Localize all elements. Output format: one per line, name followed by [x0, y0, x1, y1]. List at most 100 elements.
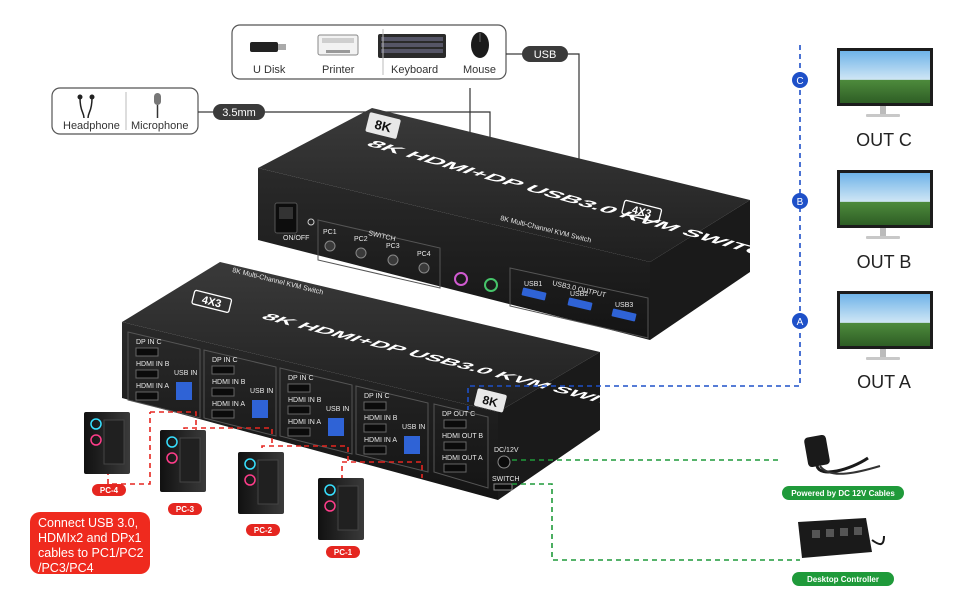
dp-in-label: DP IN C — [136, 339, 162, 346]
pc-button-4[interactable]: PC4 — [417, 251, 431, 274]
hdmi-in-a-label: HDMI IN A — [212, 401, 245, 408]
hdmi-out-b-port[interactable] — [443, 441, 467, 451]
audio-device-label: Headphone — [63, 120, 120, 132]
monitor-label: OUT B — [857, 252, 912, 272]
hdmi-in-a-label: HDMI IN A — [288, 419, 321, 426]
controller-port[interactable] — [493, 483, 513, 491]
usb-in-port[interactable] — [404, 436, 420, 454]
hdmi-in-b-port[interactable] — [363, 423, 387, 433]
dp-out-port[interactable] — [443, 419, 467, 429]
usb-output-port-2[interactable]: USB2 — [567, 291, 593, 311]
front-8k-badge: 8K — [474, 388, 507, 413]
input-group-pc1: DP IN C HDMI IN B HDMI IN A USB IN — [355, 385, 429, 473]
usb-device-label: Printer — [322, 64, 355, 76]
pc-2-tower: PC-2 — [238, 452, 284, 536]
power-switch[interactable] — [274, 202, 315, 234]
usb-device-label: Mouse — [463, 64, 496, 76]
usb-in-label: USB IN — [174, 370, 197, 377]
connection-note: Connect USB 3.0, HDMIx2 and DPx1 cables … — [30, 512, 150, 575]
hdmi-in-b-label: HDMI IN B — [288, 397, 322, 404]
audio-device-label: Microphone — [131, 120, 188, 132]
usb-device-label: Keyboard — [391, 64, 438, 76]
pc-label: PC-2 — [254, 526, 273, 535]
usb-in-label: USB IN — [326, 406, 349, 413]
hdmi-out-a-label: HDMI OUT A — [442, 455, 483, 462]
hdmi-in-a-port[interactable] — [211, 409, 235, 419]
pc-button-label: PC1 — [323, 229, 337, 236]
pc-button-3[interactable]: PC3 — [386, 243, 400, 266]
dp-out-label: DP OUT C — [442, 411, 475, 418]
pc-label: PC-4 — [100, 486, 119, 495]
usb-in-port[interactable] — [328, 418, 344, 436]
hdmi-out-a-port[interactable] — [443, 463, 467, 473]
controller-cable — [512, 483, 800, 561]
output-badge: C — [796, 76, 803, 87]
dp-in-port[interactable] — [287, 383, 311, 393]
audio-peripherals-box: Headphone Microphone — [51, 87, 199, 135]
usb-output-port-3[interactable]: USB3 — [611, 302, 637, 322]
pc-button-1[interactable]: PC1 — [323, 229, 337, 252]
usb-port-label: USB3 — [615, 302, 633, 309]
dc-label: DC/12V — [494, 447, 519, 454]
headphone-icon — [77, 94, 95, 119]
pc-label: PC-3 — [176, 505, 195, 514]
pc-1-tower: PC-1 — [318, 478, 364, 558]
headphone-jack[interactable] — [484, 278, 498, 292]
hdmi-out-b-label: HDMI OUT B — [442, 433, 483, 440]
usb-in-port[interactable] — [176, 382, 192, 400]
pc-4-tower: PC-4 — [84, 412, 130, 496]
hdmi-in-a-label: HDMI IN A — [364, 437, 397, 444]
microphone-jack[interactable] — [454, 272, 468, 286]
pc-3-tower: PC-3 — [160, 430, 206, 515]
front-model-badge: 4X3 — [191, 289, 233, 314]
monitor-out-b: B OUT B — [792, 170, 933, 272]
pc-button-label: PC4 — [417, 251, 431, 258]
usb-flash-drive-icon — [250, 42, 286, 52]
usb-device-label: U Disk — [253, 64, 286, 76]
hdmi-in-b-label: HDMI IN B — [364, 415, 398, 422]
monitor-out-a: A OUT A — [792, 291, 933, 392]
controller-accessory-label: Desktop Controller — [807, 575, 879, 584]
monitor-label: OUT A — [857, 372, 911, 392]
output-group: DP OUT C HDMI OUT B HDMI OUT A — [433, 403, 489, 489]
desktop-controller[interactable]: Desktop Controller — [792, 518, 894, 586]
hdmi-in-a-label: HDMI IN A — [136, 383, 169, 390]
rear-model-badge: 4X3 — [621, 199, 663, 224]
pc-button-2[interactable]: PC2 — [354, 236, 368, 259]
usb-output-port-1[interactable]: USB1 — [521, 281, 547, 301]
switch-port-label: SWITCH — [492, 476, 520, 483]
hdmi-in-a-port[interactable] — [135, 391, 159, 401]
dc-power-port[interactable] — [497, 455, 511, 469]
input-group-pc3: DP IN C HDMI IN B HDMI IN A USB IN — [203, 349, 277, 437]
pc-button-label: PC3 — [386, 243, 400, 250]
mouse-icon — [471, 32, 489, 58]
kvm-switch-front-unit: 8K HDMI+DP USB3.0 KVM SWITCH 4X3 8K Mult… — [122, 262, 653, 500]
hdmi-in-b-label: HDMI IN B — [136, 361, 170, 368]
usb-tag-label: USB — [534, 49, 557, 61]
hdmi-in-b-port[interactable] — [135, 369, 159, 379]
hdmi-in-b-port[interactable] — [211, 387, 235, 397]
hdmi-in-a-port[interactable] — [363, 445, 387, 455]
output-badge: A — [797, 317, 804, 328]
front-badge-text: 8K — [481, 393, 500, 410]
dp-in-port[interactable] — [211, 365, 235, 375]
monitor-out-c: C OUT C — [792, 48, 933, 150]
hdmi-in-b-port[interactable] — [287, 405, 311, 415]
audio-tag: 3.5mm — [213, 104, 265, 120]
output-badge: B — [797, 197, 804, 208]
dp-in-label: DP IN C — [288, 375, 314, 382]
hdmi-in-a-port[interactable] — [287, 427, 311, 437]
dp-in-port[interactable] — [135, 347, 159, 357]
dp-in-label: DP IN C — [364, 393, 390, 400]
microphone-icon — [154, 93, 161, 118]
hdmi-in-b-label: HDMI IN B — [212, 379, 246, 386]
front-model-text: 4X3 — [201, 294, 223, 310]
input-group-pc4: DP IN C HDMI IN B HDMI IN A USB IN — [127, 331, 201, 419]
printer-icon — [317, 34, 359, 56]
dp-in-port[interactable] — [363, 401, 387, 411]
usb-port-label: USB2 — [570, 291, 588, 298]
usb-in-port[interactable] — [252, 400, 268, 418]
keyboard-icon — [378, 34, 446, 58]
dp-in-label: DP IN C — [212, 357, 238, 364]
